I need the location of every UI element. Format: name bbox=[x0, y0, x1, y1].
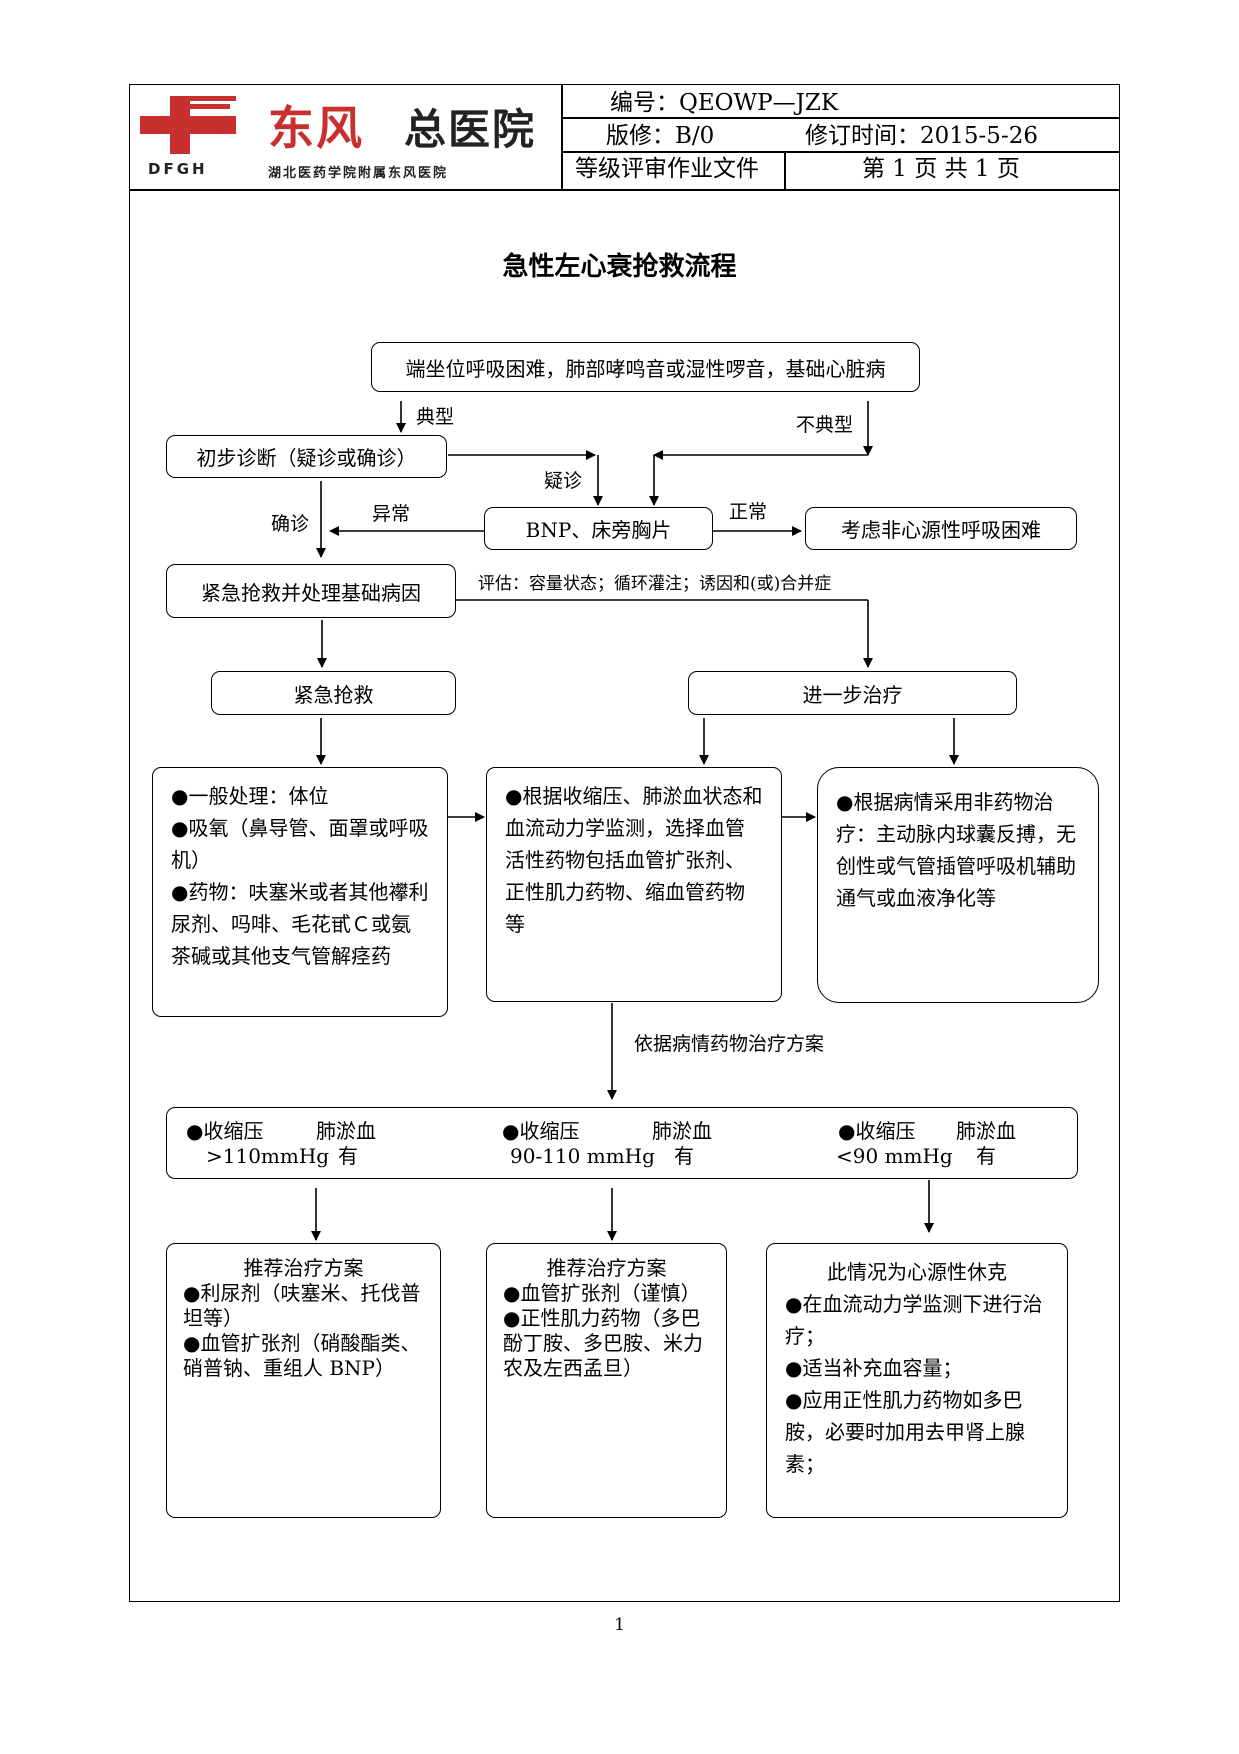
bnp-box: BNP、床旁胸片 bbox=[484, 507, 713, 550]
vasoactive-drug-box: ●根据收缩压、肺淤血状态和血流动力学监测，选择血管活性药物包括血管扩张剂、正性肌… bbox=[486, 767, 782, 1002]
doc-type: 等级评审作业文件 bbox=[575, 156, 759, 182]
logo-mark: DFGH bbox=[148, 160, 208, 178]
logo-hospital-name: 总医院 bbox=[404, 105, 537, 154]
cond1-pc-value: 有 bbox=[338, 1144, 358, 1168]
plan-1-box: 推荐治疗方案 ●利尿剂（呋塞米、托伐普坦等） ●血管扩张剂（硝酸酯类、硝普钠、重… bbox=[166, 1243, 441, 1518]
general-item-2: ●吸氧（鼻导管、面罩或呼吸机） bbox=[171, 816, 429, 872]
suspected-label: 疑诊 bbox=[544, 470, 583, 492]
general-item-1: ●一般处理：体位 bbox=[171, 784, 329, 808]
cond3-sbp-value: <90 mmHg bbox=[836, 1144, 953, 1168]
plan-1-item-2: ●血管扩张剂（硝酸酯类、硝普钠、重组人 BNP） bbox=[183, 1331, 421, 1380]
symptoms-box: 端坐位呼吸困难，肺部哮鸣音或湿性啰音，基础心脏病 bbox=[371, 342, 920, 392]
page-title: 急性左心衰抢救流程 bbox=[502, 252, 737, 282]
revised-date: 修订时间：2015-5-26 bbox=[805, 123, 1038, 149]
header-row-rule-1 bbox=[561, 117, 1120, 119]
by-condition-label: 依据病情药物治疗方案 bbox=[634, 1033, 825, 1055]
page-frame bbox=[129, 84, 1120, 1602]
cond1-sbp-label: ●收缩压 bbox=[186, 1119, 264, 1143]
cond1-sbp-value: >110mmHg bbox=[206, 1144, 330, 1168]
typical-label: 典型 bbox=[416, 406, 455, 428]
atypical-label: 不典型 bbox=[796, 414, 854, 436]
plan-2-item-2: ●正性肌力药物（多巴酚丁胺、多巴胺、米力农及左西孟旦） bbox=[503, 1306, 703, 1380]
plan-1-title: 推荐治疗方案 bbox=[243, 1256, 364, 1280]
plan-3-item-3: ●应用正性肌力药物如多巴胺，必要时加用去甲肾上腺素； bbox=[785, 1388, 1025, 1476]
cond1-pc-label: 肺淤血 bbox=[316, 1119, 376, 1143]
page-info: 第 1 页 共 1 页 bbox=[862, 156, 1020, 182]
plan-3-item-1: ●在血流动力学监测下进行治疗； bbox=[785, 1292, 1043, 1348]
red-cross-icon bbox=[140, 96, 236, 154]
plan-3-title: 此情况为心源性休克 bbox=[827, 1260, 1007, 1284]
general-management-box: ●一般处理：体位 ●吸氧（鼻导管、面罩或呼吸机） ●药物：呋塞米或者其他襻利尿剂… bbox=[152, 767, 448, 1017]
cond2-pc-label: 肺淤血 bbox=[652, 1119, 712, 1143]
header-bottom-rule bbox=[129, 189, 1120, 191]
cond2-sbp-value: 90-110 mmHg bbox=[510, 1144, 655, 1168]
non-drug-therapy-box: ●根据病情采用非药物治疗：主动脉内球囊反搏，无创性或气管插管呼吸机辅助通气或血液… bbox=[817, 767, 1099, 1003]
non-drug-text: ●根据病情采用非药物治疗：主动脉内球囊反搏，无创性或气管插管呼吸机辅助通气或血液… bbox=[836, 790, 1076, 910]
emergency-box: 紧急抢救 bbox=[211, 671, 456, 715]
normal-label: 正常 bbox=[729, 501, 768, 523]
cond3-pc-label: 肺淤血 bbox=[956, 1119, 1016, 1143]
logo-brand-name: 东风 bbox=[268, 101, 364, 155]
logo-subtitle: 湖北医药学院附属东风医院 bbox=[268, 166, 449, 181]
plan-2-item-1: ●血管扩张剂（谨慎） bbox=[503, 1281, 701, 1305]
initial-diagnosis-box: 初步诊断（疑诊或确诊） bbox=[166, 435, 447, 478]
revision: 版修：B/0 bbox=[606, 123, 715, 149]
header-divider bbox=[561, 84, 563, 190]
plan-2-box: 推荐治疗方案 ●血管扩张剂（谨慎） ●正性肌力药物（多巴酚丁胺、多巴胺、米力农及… bbox=[486, 1243, 727, 1518]
cond3-pc-value: 有 bbox=[976, 1144, 996, 1168]
plan-3-item-2: ●适当补充血容量； bbox=[785, 1356, 963, 1380]
cond2-pc-value: 有 bbox=[674, 1144, 694, 1168]
plan-3-box: 此情况为心源性休克 ●在血流动力学监测下进行治疗； ●适当补充血容量； ●应用正… bbox=[766, 1243, 1068, 1518]
general-item-3: ●药物：呋塞米或者其他襻利尿剂、吗啡、毛花甙Ｃ或氨茶碱或其他支气管解痉药 bbox=[171, 880, 429, 968]
plan-1-item-1: ●利尿剂（呋塞米、托伐普坦等） bbox=[183, 1281, 421, 1330]
assessment-note: 评估：容量状态；循环灌注；诱因和(或)合并症 bbox=[478, 574, 832, 594]
header-row-rule-2 bbox=[561, 151, 1120, 153]
abnormal-label: 异常 bbox=[372, 503, 411, 525]
non-cardiac-box: 考虑非心源性呼吸困难 bbox=[805, 507, 1077, 550]
cond2-sbp-label: ●收缩压 bbox=[502, 1119, 580, 1143]
plan-2-title: 推荐治疗方案 bbox=[546, 1256, 667, 1280]
header-cell-divider bbox=[784, 151, 786, 190]
emergency-treatment-box: 紧急抢救并处理基础病因 bbox=[166, 564, 456, 618]
doc-number: 编号：QEOWP—JZK bbox=[610, 90, 839, 116]
condition-bar bbox=[166, 1107, 1078, 1179]
confirmed-label: 确诊 bbox=[271, 513, 310, 535]
further-treatment-box: 进一步治疗 bbox=[688, 671, 1017, 715]
vasoactive-text: ●根据收缩压、肺淤血状态和血流动力学监测，选择血管活性药物包括血管扩张剂、正性肌… bbox=[505, 784, 763, 936]
page-number: 1 bbox=[614, 1615, 625, 1635]
cond3-sbp-label: ●收缩压 bbox=[838, 1119, 916, 1143]
